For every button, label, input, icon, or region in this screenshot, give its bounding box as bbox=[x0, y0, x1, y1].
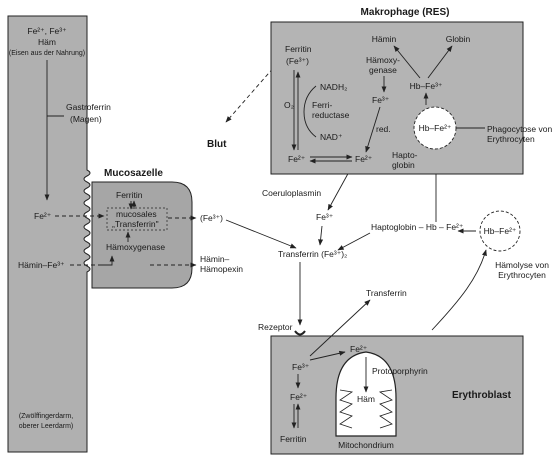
intestine-haem: Häm bbox=[38, 37, 56, 47]
intestine-column: Fe²⁺, Fe³⁺ Häm (Eisen aus der Nahrung) G… bbox=[7, 15, 111, 453]
macrophage-ferritin-2: (Fe³⁺) bbox=[286, 56, 309, 66]
erythroblast-cell: Erythroblast Rezeptor Fe³⁺ Fe²⁺ Fe²⁺ Fer… bbox=[258, 299, 524, 455]
coeruloplasmin-label: Coeruloplasmin bbox=[262, 188, 321, 198]
haemopexin-label: Hämopexin bbox=[200, 264, 243, 274]
haemolysis-label-2: Erythrocyten bbox=[498, 270, 546, 280]
fe3-to-fe2-top-arrow bbox=[309, 350, 346, 361]
macrophage-haptoglobin-1: Hapto- bbox=[392, 150, 418, 160]
mitochondrion-shape bbox=[335, 351, 397, 437]
transferrin-from-haptoglobin-arrow bbox=[337, 232, 371, 251]
mucosa-to-transferrin-arrow bbox=[225, 219, 297, 249]
intestine-iron-ions: Fe²⁺, Fe³⁺ bbox=[27, 26, 67, 36]
macrophage-haemin: Hämin bbox=[372, 34, 397, 44]
erythroblast-to-haemolysis-arrow bbox=[431, 249, 487, 331]
macrophage-haptoglobin-2: globin bbox=[392, 160, 415, 170]
phagocytosis-label-2: Erythrocyten bbox=[487, 134, 535, 144]
macrophage-fe3: Fe³⁺ bbox=[372, 95, 390, 105]
haemolysis-label-1: Hämolyse von bbox=[495, 260, 549, 270]
erythroblast-title: Erythroblast bbox=[452, 390, 512, 401]
protoporphyrin-label: Protoporphyrin bbox=[372, 366, 428, 376]
recycled-transferrin: Transferrin bbox=[366, 288, 407, 298]
macrophage-redox-loop bbox=[303, 85, 317, 138]
macrophage-nadh: NADH₂ bbox=[320, 82, 347, 92]
intestine-wall bbox=[7, 15, 91, 453]
macrophage-nad: NAD⁺ bbox=[320, 132, 343, 142]
blood-region: (Fe³⁺) Hämin– Hämopexin Blut Coeruloplas… bbox=[200, 57, 549, 331]
mucosa-cell: Mucosazelle Ferritin mucosales „Transfer… bbox=[91, 168, 193, 289]
fe3-released: (Fe³⁺) bbox=[200, 213, 223, 223]
intestine-footer-2: oberer Leerdarm) bbox=[19, 423, 73, 430]
macrophage-ferritin-1: Ferritin bbox=[285, 44, 312, 54]
hb-to-globin-arrow bbox=[427, 45, 453, 79]
macrophage-reduction: red. bbox=[376, 124, 391, 134]
rezeptor-label: Rezeptor bbox=[258, 322, 293, 332]
haemin-released: Hämin– bbox=[200, 254, 230, 264]
erythroblast-fe2: Fe²⁺ bbox=[290, 392, 308, 402]
free-hb-fe2: Hb–Fe²⁺ bbox=[484, 226, 517, 236]
mucosa-haem-oxygenase: Hämoxygenase bbox=[106, 242, 165, 252]
erythroblast-haem: Häm bbox=[357, 394, 375, 404]
fe3-to-transferrin-arrow bbox=[318, 225, 324, 246]
hb-to-haemin-arrow bbox=[393, 45, 421, 79]
macrophage-title: Makrophage (RES) bbox=[361, 7, 450, 18]
phagocytosis-label-1: Phagocytose von bbox=[487, 124, 552, 134]
haptoglobin-complex: Haptoglobin – Hb – Fe²⁺ bbox=[371, 222, 464, 232]
macrophage-cell: Makrophage (RES) Ferritin (Fe³⁺) NADH₂ O… bbox=[270, 7, 552, 175]
fe2-to-fe3-arrow bbox=[327, 169, 351, 211]
macrophage-fe2-left: Fe²⁺ bbox=[288, 154, 306, 164]
mucosa-transferrin-2: „Transferrin" bbox=[112, 219, 159, 229]
mitochondrium-label: Mitochondrium bbox=[338, 440, 394, 450]
intestine-fe2: Fe²⁺ bbox=[34, 211, 52, 221]
fe3-to-fe2-arrow bbox=[365, 106, 381, 153]
receptor-icon bbox=[294, 330, 306, 336]
erythroblast-fe2-top: Fe²⁺ bbox=[350, 344, 368, 354]
macrophage-o2: O₂ bbox=[284, 100, 294, 110]
gastroferrin-organ-label: (Magen) bbox=[70, 114, 102, 124]
macrophage-hb-fe3: Hb–Fe³⁺ bbox=[410, 81, 443, 91]
blood-fe3: Fe³⁺ bbox=[316, 212, 334, 222]
haemin-to-oxygenase-arrow bbox=[100, 255, 115, 266]
mucosa-transferrin-box bbox=[106, 207, 168, 231]
mucosa-transferrin-1: mucosales bbox=[116, 209, 157, 219]
free-hb-circle bbox=[479, 210, 521, 252]
intestine-dietary-note: (Eisen aus der Nahrung) bbox=[9, 50, 85, 57]
erythroblast-ferritin: Ferritin bbox=[280, 434, 307, 444]
blood-label: Blut bbox=[207, 139, 227, 150]
macrophage-globin: Globin bbox=[446, 34, 471, 44]
erythroblast-fe3: Fe³⁺ bbox=[292, 362, 310, 372]
macrophage-haem-oxygenase-2: genase bbox=[369, 65, 397, 75]
mitochondrion-cristae bbox=[339, 389, 393, 429]
intestine-footer-1: (Zwölffingerdarm, bbox=[19, 413, 73, 420]
macrophage-reductase-2: reductase bbox=[312, 110, 350, 120]
intestine-haemin-fe3: Hämin–Fe³⁺ bbox=[18, 260, 65, 270]
erythroblast-box bbox=[270, 335, 524, 455]
transferrin-complex: Transferrin (Fe³⁺)₂ bbox=[278, 249, 347, 259]
macrophage-haem-oxygenase-1: Hämoxy- bbox=[366, 55, 400, 65]
gastroferrin-label: Gastroferrin bbox=[66, 102, 111, 112]
macrophage-reductase-1: Ferri- bbox=[312, 100, 332, 110]
mucosa-title: Mucosazelle bbox=[104, 168, 163, 179]
macrophage-hb-fe2: Hb–Fe²⁺ bbox=[419, 123, 452, 133]
mucosa-ferritin: Ferritin bbox=[116, 190, 143, 200]
erythroblast-to-transferrin-arrow bbox=[309, 299, 371, 357]
macrophage-fe2-right: Fe²⁺ bbox=[355, 154, 373, 164]
